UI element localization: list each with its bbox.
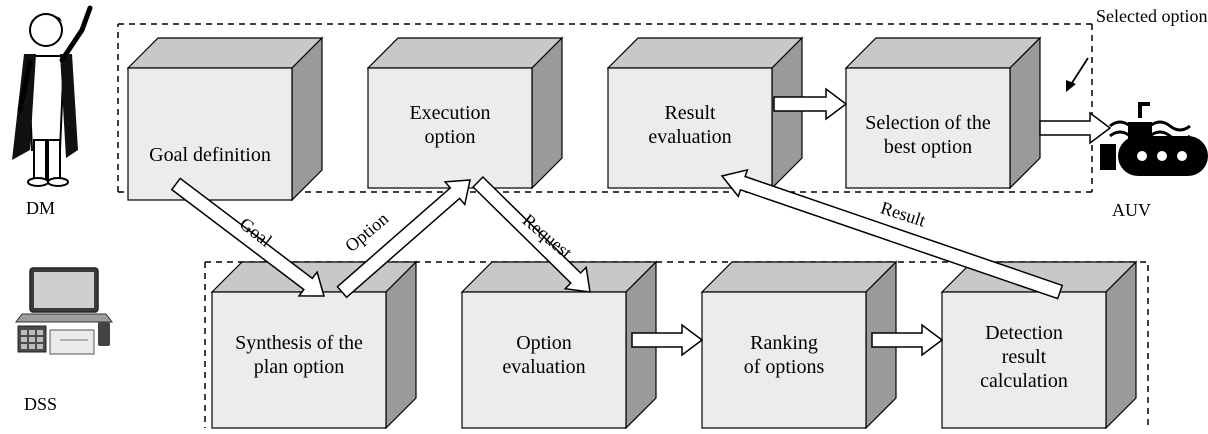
box-opteval: [460, 260, 658, 430]
laptop-icon: [15, 267, 113, 355]
detection-result-calculation-label: Detection result calculation: [980, 322, 1068, 392]
box-select: [844, 36, 1042, 190]
auv-label: AUV: [1112, 200, 1151, 220]
result-arrow: [720, 168, 1064, 300]
box-detect: [940, 260, 1138, 430]
option-arrow: [336, 179, 471, 299]
selection-to-auv-arrow: [1039, 111, 1112, 145]
request-arrow: [472, 175, 591, 293]
box-rank: [700, 260, 898, 430]
goal-arrow: [170, 177, 325, 297]
option-eval-to-ranking-arrow: [631, 323, 704, 357]
selected-option-pointer-head: [1066, 80, 1076, 92]
selected-option-pointer: [1069, 57, 1089, 87]
result-to-selection-arrow: [773, 87, 848, 121]
result-evaluation-label: Result evaluation: [648, 102, 732, 148]
dss-label: DSS: [24, 394, 58, 414]
dss-group-frame: [204, 261, 1149, 428]
goal-definition-label: Goal definition: [149, 144, 271, 166]
decision-maker-icon: [12, 5, 93, 187]
selected-option-label: Selected option: [1096, 6, 1208, 26]
ranking-options-label: Ranking of options: [743, 332, 825, 378]
option-evaluation-label: Option evaluation: [502, 332, 586, 378]
execution-option-label: Execution option: [409, 102, 491, 148]
box-exec: [366, 36, 564, 190]
selection-best-option-label: Selection of the best option: [865, 112, 991, 158]
ranking-to-detection-arrow: [871, 323, 944, 357]
synthesis-plan-option-label: Synthesis of the plan option: [235, 332, 363, 378]
dm-group-frame: [117, 23, 1093, 193]
submarine-icon: [1100, 102, 1208, 176]
box-reseval: [606, 36, 804, 190]
dm-label: DM: [26, 198, 56, 218]
